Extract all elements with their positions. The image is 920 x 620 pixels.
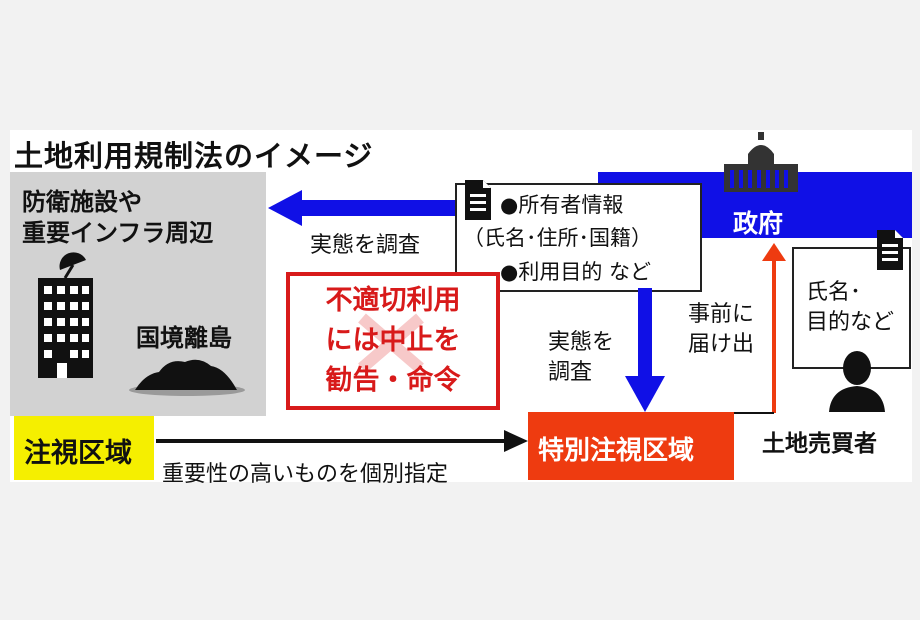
notify-line2: 届け出 <box>688 332 755 357</box>
warning-text: 不適切利用 には中止を 勧告・命令 <box>300 281 486 401</box>
survey-arrow-down <box>625 288 665 416</box>
notify-label: 事前に 届け出 <box>688 300 754 360</box>
designation-label: 重要性の高いものを個別指定 <box>162 462 449 487</box>
special-watch-zone-box <box>528 412 734 480</box>
name-purpose-text: 氏名･ 目的など <box>806 278 894 338</box>
special-watch-zone-label: 特別注視区域 <box>538 436 695 466</box>
watch-zone-label: 注視区域 <box>24 438 132 469</box>
name-purpose-line2: 目的など <box>806 310 895 335</box>
area-label-line2: 重要インフラ周辺 <box>22 219 214 247</box>
government-label: 政府 <box>733 209 784 238</box>
prohibit-cross-icon <box>356 312 426 378</box>
watch-zone-box <box>14 416 154 480</box>
owner-info-box <box>455 183 702 292</box>
island-label: 国境離島 <box>136 324 232 352</box>
building-icon <box>30 248 100 387</box>
designation-arrow <box>156 428 528 458</box>
name-purpose-line1: 氏名･ <box>806 280 862 305</box>
person-icon <box>827 350 887 416</box>
warning-line2: には中止を <box>325 325 461 356</box>
info-line1: ●所有者情報 <box>500 193 624 217</box>
island-icon <box>125 350 245 402</box>
zone-connector-line <box>734 412 774 414</box>
diet-building-icon <box>722 132 800 198</box>
notify-line1: 事前に <box>688 302 755 327</box>
survey-arrow-left <box>268 190 458 230</box>
warning-line1: 不適切利用 <box>325 285 461 316</box>
info-line2: （氏名･住所･国籍） <box>463 226 652 250</box>
survey-left-label: 実態を調査 <box>310 233 421 258</box>
info-line3: ●利用目的 など <box>500 260 651 284</box>
seller-label: 土地売買者 <box>762 431 877 457</box>
warning-line3: 勧告・命令 <box>325 365 461 396</box>
notify-arrow-up <box>762 243 786 417</box>
area-label-line1: 防衛施設や <box>22 188 142 216</box>
diagram-title: 土地利用規制法のイメージ <box>14 139 374 173</box>
survey-down-label: 実態を 調査 <box>548 328 614 388</box>
form-icon <box>875 228 905 276</box>
document-icon <box>463 178 493 226</box>
survey-down-line2: 調査 <box>548 360 593 385</box>
survey-down-line1: 実態を <box>548 330 615 355</box>
